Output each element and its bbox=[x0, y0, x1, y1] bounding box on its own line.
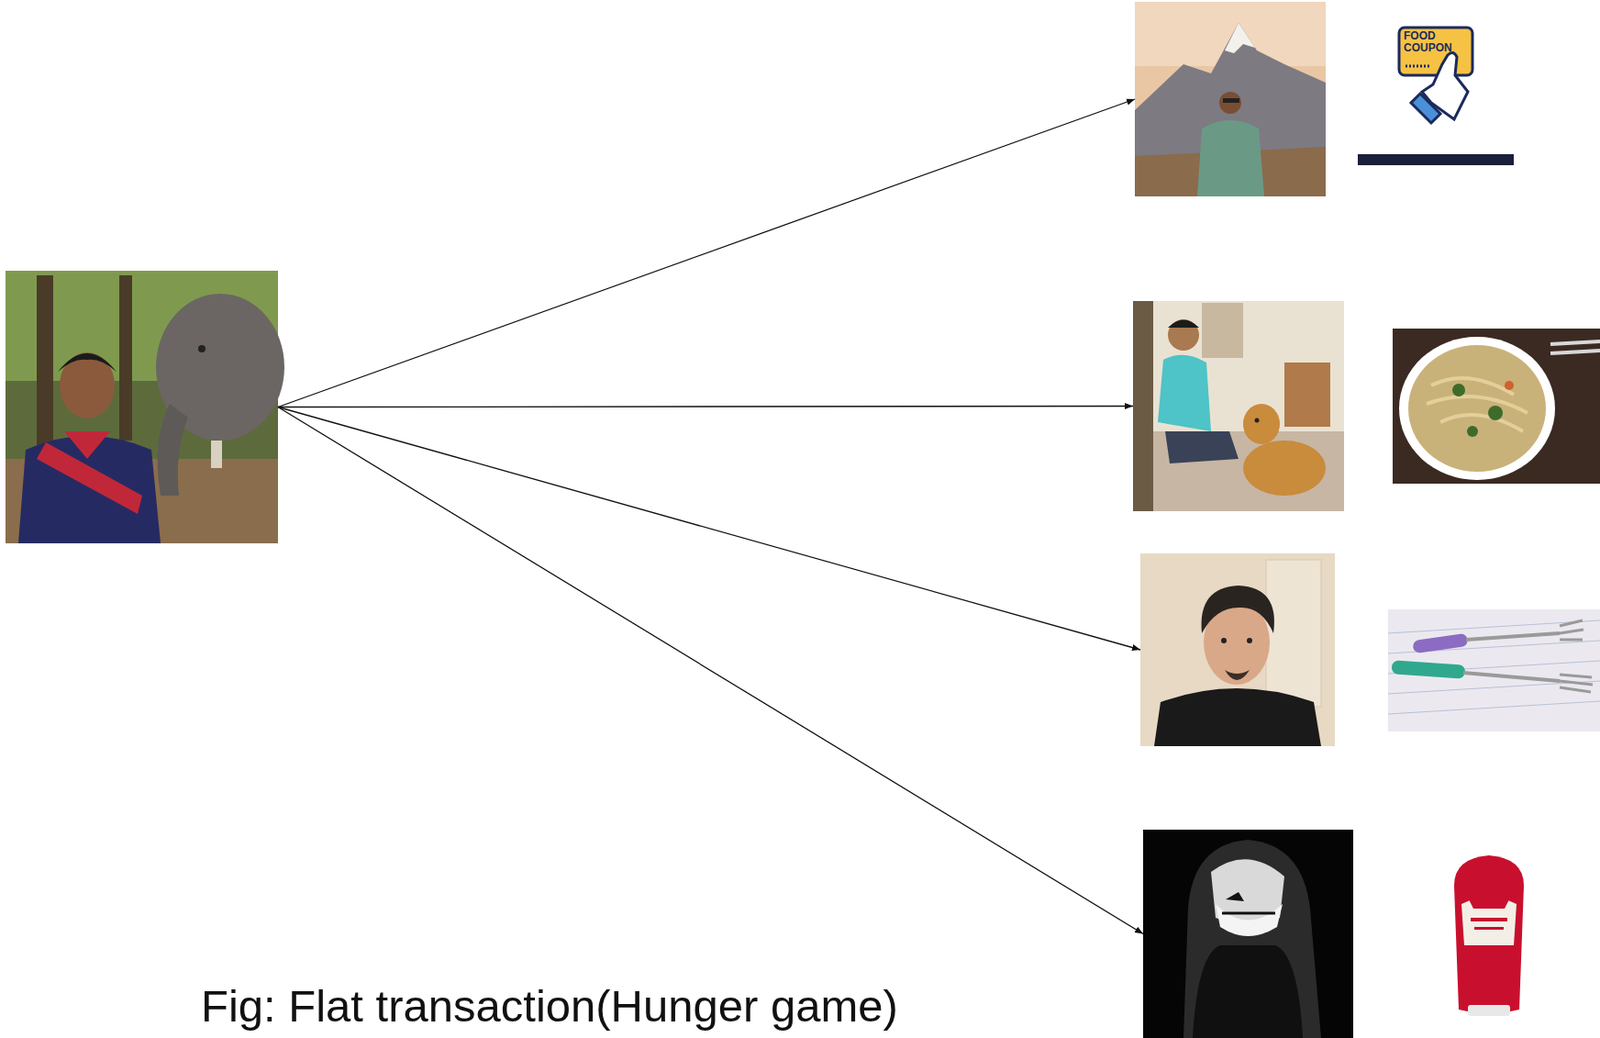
photo-mountain bbox=[1134, 1, 1326, 197]
photo-node bbox=[5, 270, 278, 544]
arrow-connector bbox=[277, 406, 1134, 408]
photo-dog bbox=[1133, 300, 1345, 512]
photo-portrait bbox=[1140, 553, 1335, 746]
arrow-connector bbox=[277, 407, 1141, 651]
forks-photo bbox=[1388, 609, 1600, 732]
photo-masked-figure bbox=[1143, 829, 1354, 1038]
arrow-connector bbox=[277, 407, 1144, 934]
figure-caption: Fig: Flat transaction(Hunger game) bbox=[200, 979, 899, 1032]
noodles-photo bbox=[1392, 328, 1600, 484]
photo-node bbox=[1133, 300, 1345, 512]
icon-label: FOOD COUPON bbox=[1403, 30, 1463, 55]
photo-node bbox=[1143, 829, 1354, 1038]
photo-node bbox=[1134, 1, 1326, 197]
photo-boy-elephant bbox=[5, 270, 285, 544]
photo-node bbox=[1140, 553, 1335, 746]
coupon-icon bbox=[1357, 27, 1514, 166]
arrow-connector bbox=[277, 99, 1135, 408]
ketchup-bottle bbox=[1454, 855, 1524, 1016]
